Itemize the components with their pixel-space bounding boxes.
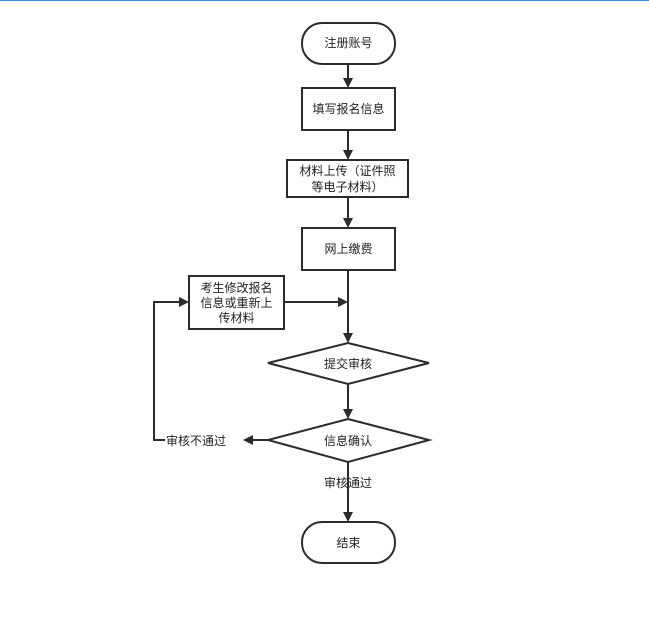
decision-shape bbox=[267, 341, 430, 386]
edge-failed-loop-back bbox=[153, 301, 180, 441]
arrowhead-end bbox=[343, 512, 353, 522]
edge-label-review-failed: 审核不通过 bbox=[166, 433, 226, 448]
node-upload-label-line2: 等电子材料） bbox=[311, 180, 383, 194]
arrowhead-info-confirm bbox=[343, 409, 353, 419]
node-modify: 考生修改报名 信息或重新上 传材料 bbox=[188, 275, 285, 330]
node-register: 注册账号 bbox=[301, 22, 396, 65]
node-modify-label-line1: 考生修改报名 bbox=[200, 280, 272, 295]
arrowhead-merge bbox=[338, 297, 348, 307]
node-upload-label-line1: 材料上传（证件照 bbox=[299, 163, 395, 178]
window-top-border bbox=[0, 0, 649, 1]
arrowhead-payment bbox=[343, 218, 353, 228]
node-payment: 网上缴费 bbox=[301, 227, 396, 271]
arrowhead-review-failed bbox=[243, 435, 253, 445]
node-register-label: 注册账号 bbox=[324, 35, 372, 50]
terminal-shape bbox=[301, 22, 396, 65]
node-submit-review-label: 提交审核 bbox=[324, 356, 372, 371]
node-info-confirm-label: 信息确认 bbox=[324, 433, 372, 448]
node-modify-label-line2: 信息或重新上 bbox=[200, 295, 272, 310]
node-end: 结束 bbox=[301, 521, 396, 564]
arrowhead-fill-info bbox=[343, 78, 353, 88]
node-submit-review: 提交审核 bbox=[267, 341, 430, 386]
process-shape bbox=[301, 87, 396, 131]
node-payment-label: 网上缴费 bbox=[324, 241, 372, 256]
process-shape bbox=[188, 275, 285, 330]
process-shape bbox=[286, 159, 409, 198]
arrowhead-upload bbox=[343, 150, 353, 160]
process-shape bbox=[301, 227, 396, 271]
node-end-label: 结束 bbox=[336, 536, 360, 550]
node-modify-label-line3: 传材料 bbox=[218, 310, 254, 325]
edge-label-review-passed: 审核通过 bbox=[324, 475, 372, 490]
node-info-confirm: 信息确认 bbox=[264, 417, 433, 464]
terminal-shape bbox=[301, 521, 396, 564]
node-fill-info-label: 填写报名信息 bbox=[312, 101, 384, 116]
decision-shape bbox=[264, 417, 433, 464]
arrowhead-submit-review bbox=[343, 333, 353, 343]
node-upload: 材料上传（证件照 等电子材料） bbox=[286, 159, 409, 198]
node-fill-info: 填写报名信息 bbox=[301, 87, 396, 131]
arrowhead-modify bbox=[179, 297, 189, 307]
